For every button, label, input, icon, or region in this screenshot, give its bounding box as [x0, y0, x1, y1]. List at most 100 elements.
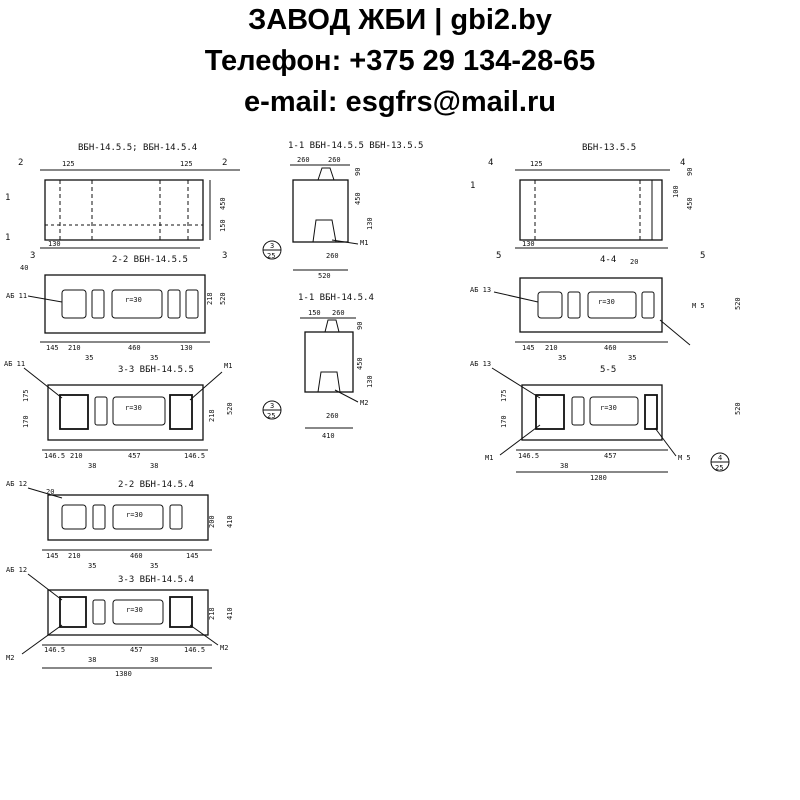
dim-450-c: 450: [686, 197, 694, 210]
dim-220-a: 218: [206, 292, 214, 305]
dim-210-a: 210: [68, 344, 81, 352]
title-section-3-3: 3-3 ВБН-14.5.5: [118, 365, 194, 375]
radius-label-d: r=30: [600, 404, 617, 412]
label-ab11-a: АБ 11: [6, 292, 27, 300]
radius-label-f: r=30: [126, 606, 143, 614]
label-ab12-b: АБ 12: [6, 566, 27, 574]
dim-150-b: 150: [308, 309, 321, 317]
label-m1-a: М1: [360, 239, 368, 247]
label-ab13-b: АБ 13: [470, 360, 491, 368]
dim-38-b: 38: [150, 462, 158, 470]
dim-35-a: 35: [85, 354, 93, 362]
dim-1280: 1280: [590, 474, 607, 482]
dim-450-b: 450: [354, 192, 362, 205]
title-plan-4-4: 4-4: [600, 255, 616, 265]
dim-146-5-e: 146.5: [184, 646, 205, 654]
dim-130-c: 130: [522, 240, 535, 248]
radius-label-e: r=30: [126, 511, 143, 519]
header-email: e-mail: esgfrs@mail.ru: [244, 86, 556, 118]
section-mark-1-top: 1: [5, 193, 10, 203]
label-ab13-a: АБ 13: [470, 286, 491, 294]
dim-146-5-b: 146.5: [184, 452, 205, 460]
plan-2-2-vbn-14-5-4: 2-2 ВБН-14.5.4 r=30 АБ 12 20 410 200 145…: [6, 480, 234, 570]
callout-25-c: 25: [715, 464, 723, 472]
dim-520-d: 520: [226, 402, 234, 415]
dim-520-c: 520: [734, 297, 742, 310]
section-mark-2-right: 2: [222, 158, 227, 168]
section-3-3-vbn-14-5-4: 3-3 ВБН-14.5.4 r=30 АБ 12 М2 М2 410 218 …: [6, 566, 234, 678]
dim-410-b: 410: [226, 515, 234, 528]
label-m5-a: М 5: [692, 302, 705, 310]
dim-35-f: 35: [150, 562, 158, 570]
dim-145-a: 145: [46, 344, 59, 352]
dim-210-b: 210: [545, 344, 558, 352]
title-section-1-1-b: 1-1 ВБН-14.5.4: [298, 293, 374, 303]
dim-520-e: 520: [734, 402, 742, 415]
dim-170-b: 170: [500, 415, 508, 428]
section-mark-1-bottom: 1: [5, 233, 10, 243]
dim-1380: 1380: [115, 670, 132, 678]
section-mark-4-left: 4: [488, 158, 493, 168]
dim-90-b: 90: [686, 168, 694, 176]
dim-20-b: 20: [46, 488, 54, 496]
dim-90-c: 90: [356, 322, 364, 330]
section-1-1-vbn-14-5-5: 1-1 ВБН-14.5.5 ВБН-13.5.5 260 260 450 90…: [262, 141, 423, 280]
label-ab12-a: АБ 12: [6, 480, 27, 488]
section-3-3-vbn-14-5-5: 3-3 ВБН-14.5.5 r=30 АБ 11 М1 175 170 218…: [4, 360, 234, 470]
dim-207: 210: [70, 452, 83, 460]
dim-20-a: 20: [630, 258, 638, 266]
section-mark-3-left: 3: [30, 251, 35, 261]
dim-210-c: 210: [68, 552, 81, 560]
title-section-5-5: 5-5: [600, 365, 616, 375]
dim-125-c: 125: [530, 160, 543, 168]
title-plan-2-2-b: 2-2 ВБН-14.5.4: [118, 480, 194, 490]
dim-260-a: 260: [297, 156, 310, 164]
label-m5-b: М 5: [678, 454, 691, 462]
dim-200-a: 200: [208, 515, 216, 528]
header-phone: Телефон: +375 29 134-28-65: [204, 45, 596, 77]
section-mark-5-right: 5: [700, 251, 705, 261]
dim-460-a: 460: [128, 344, 141, 352]
title-elevation-right: ВБН-13.5.5: [582, 143, 636, 153]
section-mark-4-right: 4: [680, 158, 685, 168]
dim-35-d: 35: [628, 354, 636, 362]
dim-520-a: 520: [318, 272, 331, 280]
section-5-5: 5-5 r=30 АБ 13 М1 М 5 4 25 175 170 520 1…: [470, 360, 742, 482]
dim-145-d: 145: [186, 552, 199, 560]
dim-218-a: 218: [208, 409, 216, 422]
elevation-vbn-13-5-5: ВБН-13.5.5 125 450 90 100 130 4 4 5 5 1: [470, 143, 705, 261]
title-elevation-left: ВБН-14.5.5; ВБН-14.5.4: [78, 143, 197, 153]
section-mark-3-right: 3: [222, 251, 227, 261]
dim-130-e: 130: [366, 375, 374, 388]
dim-460-b: 460: [604, 344, 617, 352]
label-m2-b: М2: [6, 654, 14, 662]
dim-38-a: 38: [88, 462, 96, 470]
radius-label-b: r=30: [598, 298, 615, 306]
dim-38-d: 38: [88, 656, 96, 664]
dim-410-c: 410: [226, 607, 234, 620]
dim-130-b: 130: [366, 217, 374, 230]
dim-150-a: 150: [219, 219, 227, 232]
label-m2-c: М2: [220, 644, 228, 652]
plan-4-4: 4-4 r=30 АБ 13 520 М 5 145 210 460 35 35…: [470, 255, 742, 362]
dim-35-c: 35: [558, 354, 566, 362]
plan-2-2-vbn-14-5-5: 2-2 ВБН-14.5.5 r=30 АБ 11 520 218 145 21…: [6, 255, 227, 362]
callout-4: 4: [718, 454, 722, 462]
dim-145-c: 145: [46, 552, 59, 560]
callout-25-a: 25: [267, 252, 275, 260]
dim-260-c: 260: [326, 252, 339, 260]
dim-218-b: 218: [208, 607, 216, 620]
callout-3-b: 3: [270, 402, 274, 410]
title-section-1-1: 1-1 ВБН-14.5.5 ВБН-13.5.5: [288, 141, 423, 151]
dim-260-d: 260: [332, 309, 345, 317]
dim-130-d: 130: [180, 344, 193, 352]
dim-175-b: 175: [500, 389, 508, 402]
dim-457-a: 457: [128, 452, 141, 460]
section-mark-2-left: 2: [18, 158, 23, 168]
dim-90-a: 90: [354, 168, 362, 176]
dim-520-b: 520: [219, 292, 227, 305]
dim-146-5-d: 146.5: [44, 646, 65, 654]
dim-457-c: 457: [130, 646, 143, 654]
dim-35-e: 35: [88, 562, 96, 570]
